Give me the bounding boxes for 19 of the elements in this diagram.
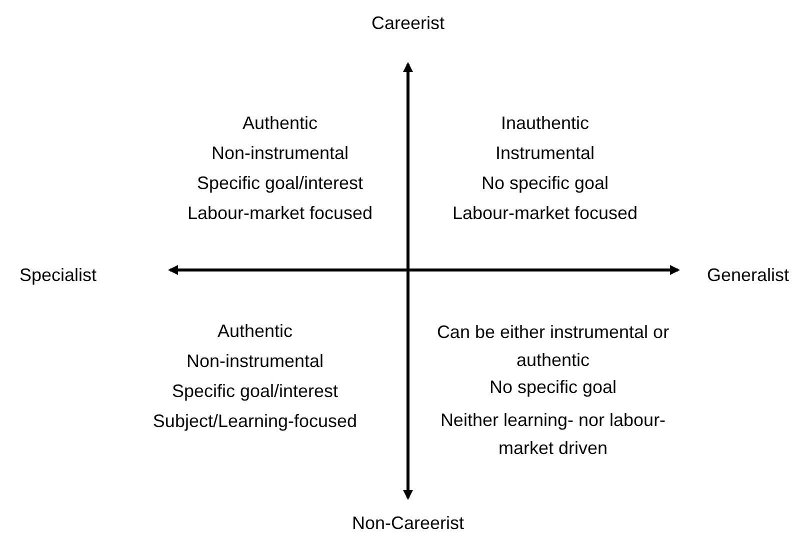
axis-label: Careerist xyxy=(371,12,445,34)
axis-label: Non-Careerist xyxy=(352,512,464,534)
quadrant-text: Non-instrumental xyxy=(211,142,349,164)
axis-label: Generalist xyxy=(706,264,790,286)
quadrant-text: Specific goal/interest xyxy=(172,380,338,402)
quadrant-text: No specific goal xyxy=(489,376,617,398)
quadrant-text: Can be either instrumental or authentic xyxy=(436,321,670,372)
quadrant-text: No specific goal xyxy=(481,172,609,194)
axis-label: Specialist xyxy=(19,264,97,286)
quadrant-text: Non-instrumental xyxy=(186,350,324,372)
quadrant-text: Instrumental xyxy=(495,142,595,164)
quadrant-text: Subject/Learning-focused xyxy=(152,410,358,432)
quadrant-text: Authentic xyxy=(217,320,293,342)
quadrant-text: Neither learning- nor labour-market driven xyxy=(439,409,667,460)
quadrant-text: Labour-market focused xyxy=(187,202,373,224)
quadrant-text: Inauthentic xyxy=(500,112,590,134)
quadrant-text: Authentic xyxy=(242,112,318,134)
quadrant-text: Specific goal/interest xyxy=(196,172,364,194)
quadrant-text: Labour-market focused xyxy=(452,202,638,224)
